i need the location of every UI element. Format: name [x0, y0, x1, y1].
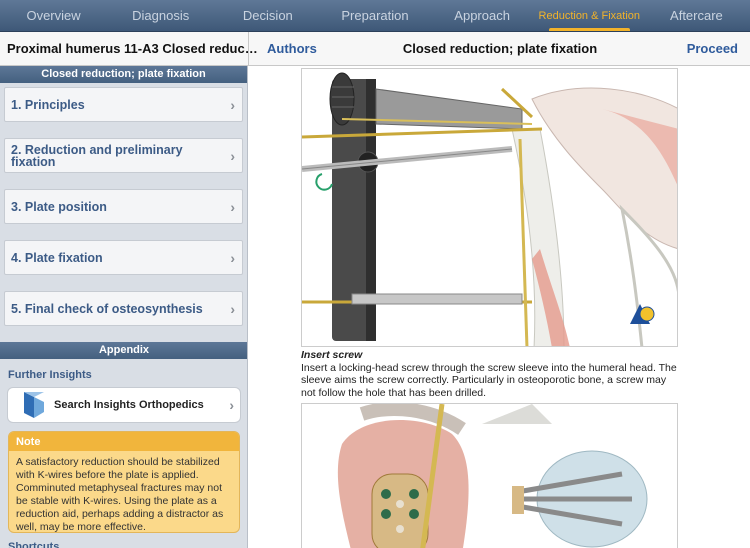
further-insights-label: Further Insights [8, 369, 92, 381]
step-label: 3. Plate position [11, 199, 107, 214]
step-plate-position[interactable]: 3. Plate position › [4, 189, 243, 224]
shortcuts-label: Shortcuts [8, 541, 60, 548]
tab-preparation[interactable]: Preparation [341, 8, 409, 23]
step-reduction[interactable]: 2. Reduction and preliminary fixation › [4, 138, 243, 173]
appendix-title: Appendix [0, 342, 247, 359]
insights-logo-icon [24, 392, 44, 418]
authors-button[interactable]: Authors [267, 41, 317, 56]
note-title: Note [9, 432, 239, 451]
tab-aftercare[interactable]: Aftercare [670, 8, 723, 23]
step-label: 2. Reduction and preliminary fixation [11, 142, 183, 169]
caption-title: Insert screw [301, 349, 363, 361]
header-bar: Proximal humerus 11-A3 Closed reduc… Aut… [0, 32, 750, 66]
content-area: Insert screw Insert a locking-head screw… [249, 66, 750, 548]
search-insights-button[interactable]: Search Insights Orthopedics › [7, 387, 241, 423]
note-text: A satisfactory reduction should be stabi… [16, 456, 224, 533]
tab-approach[interactable]: Approach [454, 8, 510, 23]
chevron-right-icon: › [230, 96, 235, 113]
step-label: 4. Plate fixation [11, 250, 103, 265]
step-principles[interactable]: 1. Principles › [4, 87, 243, 122]
step-label: 1. Principles [11, 97, 85, 112]
chevron-right-icon: › [230, 198, 235, 215]
step-label: 5. Final check of osteosynthesis [11, 301, 203, 316]
chevron-right-icon: › [230, 300, 235, 317]
figure-caption: Insert screw Insert a locking-head screw… [301, 349, 681, 399]
appendix-section: Appendix Further Insights Search Insight… [0, 342, 247, 548]
top-tab-bar: Overview Diagnosis Decision Preparation … [0, 0, 750, 32]
procedure-title: Proximal humerus 11-A3 Closed reduc… [7, 41, 258, 56]
caption-text: Insert a locking-head screw through the … [301, 361, 677, 399]
step-list: 1. Principles › 2. Reduction and prelimi… [0, 83, 247, 326]
proceed-button[interactable]: Proceed [686, 41, 738, 56]
tab-diagnosis[interactable]: Diagnosis [132, 8, 190, 23]
sidebar: Closed reduction; plate fixation 1. Prin… [0, 66, 248, 548]
tab-reduction-fixation[interactable]: Reduction & Fixation [536, 0, 643, 31]
page-title: Closed reduction; plate fixation [402, 41, 598, 56]
chevron-right-icon: › [230, 147, 235, 164]
step-final-check[interactable]: 5. Final check of osteosynthesis › [4, 291, 243, 326]
chevron-right-icon: › [229, 397, 234, 413]
surgical-illustration[interactable] [301, 68, 678, 347]
surgical-illustration-graphic [302, 72, 677, 346]
secondary-illustration[interactable] [301, 403, 678, 548]
chevron-right-icon: › [230, 249, 235, 266]
step-plate-fixation[interactable]: 4. Plate fixation › [4, 240, 243, 275]
plate-illustration-graphic [337, 404, 648, 548]
note-box: Note A satisfactory reduction should be … [8, 431, 240, 533]
tab-decision[interactable]: Decision [242, 8, 293, 23]
search-insights-label: Search Insights Orthopedics [54, 399, 204, 411]
tab-overview[interactable]: Overview [26, 8, 81, 23]
sidebar-section-title: Closed reduction; plate fixation [0, 66, 247, 83]
header-divider [248, 32, 249, 65]
